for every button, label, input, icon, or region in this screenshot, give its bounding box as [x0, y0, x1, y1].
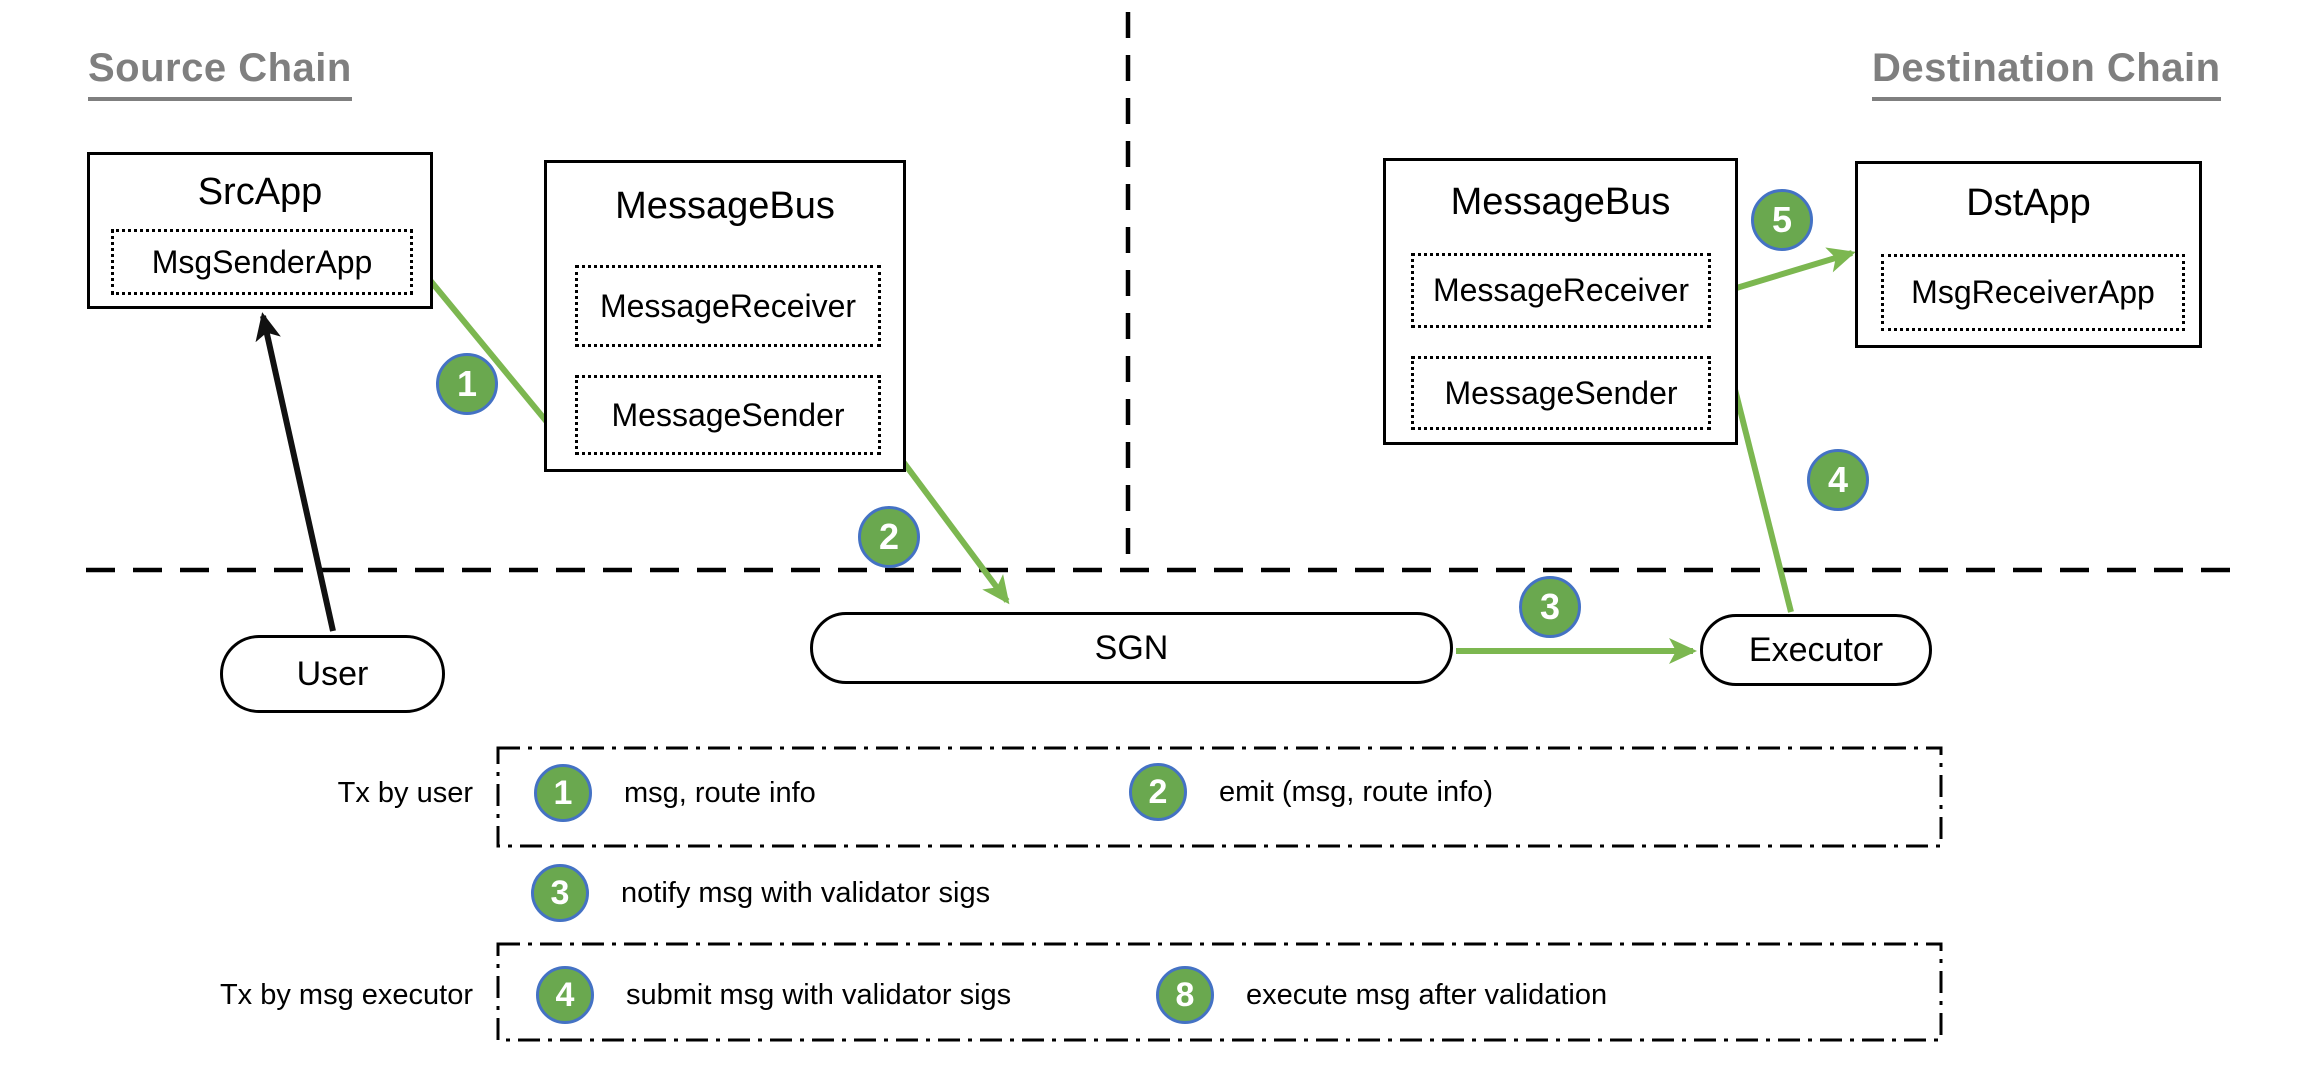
- legend-badge-3: 3: [531, 864, 589, 922]
- dst-message-sender-box: MessageSender: [1411, 356, 1711, 430]
- legend-text-3: notify msg with validator sigs: [621, 876, 991, 909]
- msg-receiver-app-label: MsgReceiverApp: [1911, 274, 2155, 310]
- step-badge-2: 2: [858, 506, 920, 568]
- step-badge-4: 4: [1807, 449, 1869, 511]
- legend-item-4: 4 submit msg with validator sigs: [536, 966, 1011, 1024]
- src-message-receiver-box: MessageReceiver: [575, 265, 881, 347]
- src-app-box: SrcApp MsgSenderApp: [87, 152, 433, 309]
- src-app-title: SrcApp: [197, 171, 323, 213]
- dst-message-bus-title: MessageBus: [1450, 181, 1671, 223]
- legend-text-4: submit msg with validator sigs: [626, 978, 1012, 1011]
- destination-chain-heading: Destination Chain: [1872, 46, 2221, 101]
- legend-label-tx-by-msg-executor: Tx by msg executor: [219, 979, 473, 1011]
- legend-badge-2: 2: [1129, 763, 1187, 821]
- legend-label-tx-by-user: Tx by user: [337, 777, 473, 809]
- legend-item-3: 3 notify msg with validator sigs: [531, 864, 990, 922]
- executor-pill: Executor: [1700, 614, 1932, 686]
- msg-receiver-app-box: MsgReceiverApp: [1881, 254, 2185, 331]
- legend-badge-1: 1: [534, 764, 592, 822]
- arrow-user-to-srcapp: [255, 312, 336, 632]
- src-message-receiver-label: MessageReceiver: [599, 287, 857, 324]
- step-badge-5: 5: [1751, 189, 1813, 251]
- dst-message-sender-label: MessageSender: [1444, 374, 1678, 411]
- dst-message-bus-box: MessageBus MessageReceiver MessageSender: [1383, 158, 1738, 445]
- legend-badge-4: 4: [536, 966, 594, 1024]
- src-message-sender-box: MessageSender: [575, 375, 881, 455]
- msg-sender-app-label: MsgSenderApp: [151, 243, 373, 280]
- sgn-label: SGN: [1094, 628, 1169, 667]
- sgn-pill: SGN: [810, 612, 1453, 684]
- legend-item-2: 2 emit (msg, route info): [1129, 763, 1493, 821]
- user-pill: User: [220, 635, 445, 713]
- step-badge-1: 1: [436, 353, 498, 415]
- executor-label: Executor: [1748, 630, 1884, 669]
- src-message-bus-title: MessageBus: [615, 185, 835, 227]
- src-message-sender-label: MessageSender: [611, 396, 845, 433]
- dst-message-receiver-box: MessageReceiver: [1411, 253, 1711, 328]
- msg-sender-app-box: MsgSenderApp: [111, 229, 413, 295]
- legend-item-1: 1 msg, route info: [534, 764, 816, 822]
- legend-item-8: 8 execute msg after validation: [1156, 966, 1607, 1024]
- legend-text-2: emit (msg, route info): [1219, 775, 1493, 808]
- legend-badge-8: 8: [1156, 966, 1214, 1024]
- source-chain-heading: Source Chain: [88, 46, 352, 101]
- user-label: User: [296, 654, 369, 693]
- legend-text-1: msg, route info: [624, 776, 816, 809]
- src-message-bus-box: MessageBus MessageReceiver MessageSender: [544, 160, 906, 472]
- step-badge-3: 3: [1519, 576, 1581, 638]
- dst-app-box: DstApp MsgReceiverApp: [1855, 161, 2202, 348]
- dst-message-receiver-label: MessageReceiver: [1432, 272, 1690, 308]
- legend-text-8: execute msg after validation: [1246, 978, 1608, 1011]
- dst-app-title: DstApp: [1966, 182, 2091, 224]
